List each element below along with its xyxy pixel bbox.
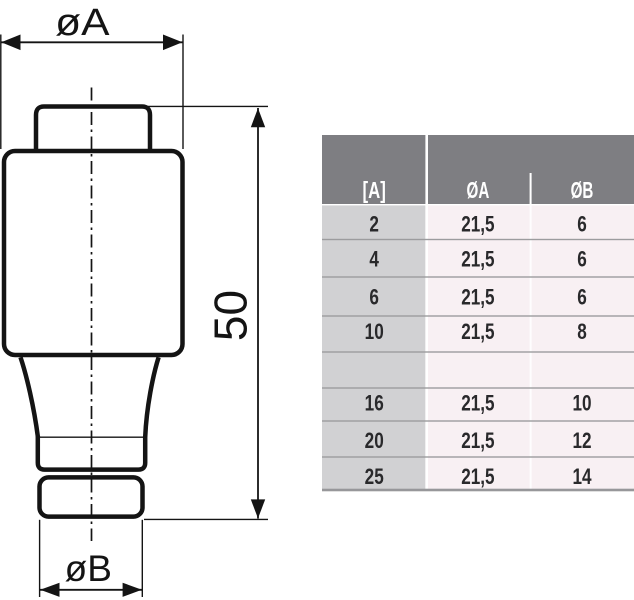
svg-text:21,5: 21,5 <box>461 429 494 454</box>
svg-text:20: 20 <box>365 429 384 454</box>
svg-text:21,5: 21,5 <box>461 247 494 272</box>
svg-text:6: 6 <box>577 212 587 237</box>
svg-text:øB: øB <box>65 548 112 589</box>
svg-text:25: 25 <box>365 465 384 490</box>
svg-text:10: 10 <box>365 320 384 345</box>
svg-text:4: 4 <box>369 247 379 272</box>
svg-text:6: 6 <box>577 285 587 310</box>
svg-text:8: 8 <box>577 320 587 345</box>
svg-text:21,5: 21,5 <box>461 285 494 310</box>
svg-text:2: 2 <box>369 212 379 237</box>
svg-text:14: 14 <box>572 465 591 490</box>
svg-text:21,5: 21,5 <box>461 391 494 416</box>
svg-text:øA: øA <box>55 0 109 43</box>
svg-text:16: 16 <box>365 391 384 416</box>
svg-text:21,5: 21,5 <box>461 465 494 490</box>
svg-text:6: 6 <box>369 285 379 310</box>
svg-text:ØB: ØB <box>571 178 594 204</box>
svg-text:50: 50 <box>205 290 257 341</box>
svg-text:21,5: 21,5 <box>461 212 494 237</box>
svg-text:10: 10 <box>572 391 591 416</box>
svg-text:6: 6 <box>577 247 587 272</box>
svg-text:21,5: 21,5 <box>461 320 494 345</box>
svg-text:12: 12 <box>572 429 591 454</box>
svg-text:[A]: [A] <box>363 178 386 203</box>
svg-text:ØA: ØA <box>467 178 490 204</box>
